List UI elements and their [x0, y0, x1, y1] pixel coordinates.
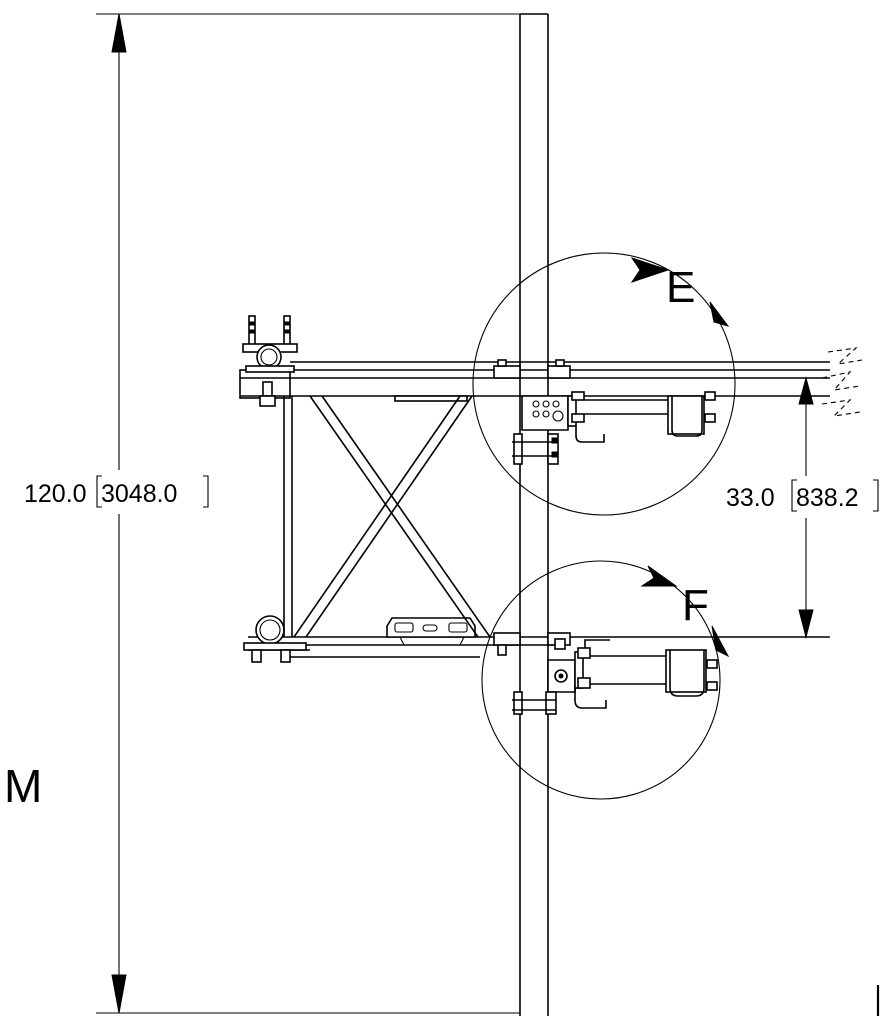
callout-arrow-icon: [711, 625, 730, 658]
lower-arm: [247, 636, 830, 658]
frame-bracing: [283, 395, 491, 638]
detail-circle-e: [472, 252, 736, 516]
callout-arrow-icon: [709, 301, 730, 327]
arm-spacing-metric: 838.2: [796, 484, 859, 512]
callout-arrow-icon: [630, 257, 670, 283]
overall-height-metric: 3048.0: [101, 480, 177, 508]
arrow-down-icon: [798, 609, 814, 639]
view-label: M: [4, 760, 42, 812]
detail-label-f: F: [682, 581, 709, 630]
bracket-open: [791, 479, 797, 512]
overall-height-imperial: 120.0: [24, 480, 87, 508]
arrow-down-icon: [111, 974, 127, 1014]
callout-arrow-icon: [640, 565, 678, 587]
bracket-close: [203, 475, 209, 508]
detail-circle-f: [481, 560, 721, 800]
arm-spacing-imperial: 33.0: [726, 484, 775, 512]
upper-pipe-clamp: [242, 315, 298, 407]
bracket-open: [96, 475, 102, 508]
upper-mount-hardware: [493, 359, 716, 465]
lower-pipe-clamp: [243, 615, 307, 663]
detail-callout-e: E: [472, 252, 736, 516]
mast-pipe: [519, 13, 549, 1016]
detail-label-e: E: [666, 263, 695, 312]
arm-spacing-dimension: 33.0 838.2: [725, 376, 880, 639]
detail-callout-f: F: [481, 560, 730, 800]
arrow-up-icon: [798, 376, 814, 405]
lower-slotted-plate: [386, 617, 476, 646]
arrow-up-icon: [111, 13, 127, 53]
overall-height-dimension: 120.0 3048.0: [22, 13, 520, 1014]
lower-mount-hardware: [493, 632, 718, 715]
bracket-close: [873, 479, 879, 512]
